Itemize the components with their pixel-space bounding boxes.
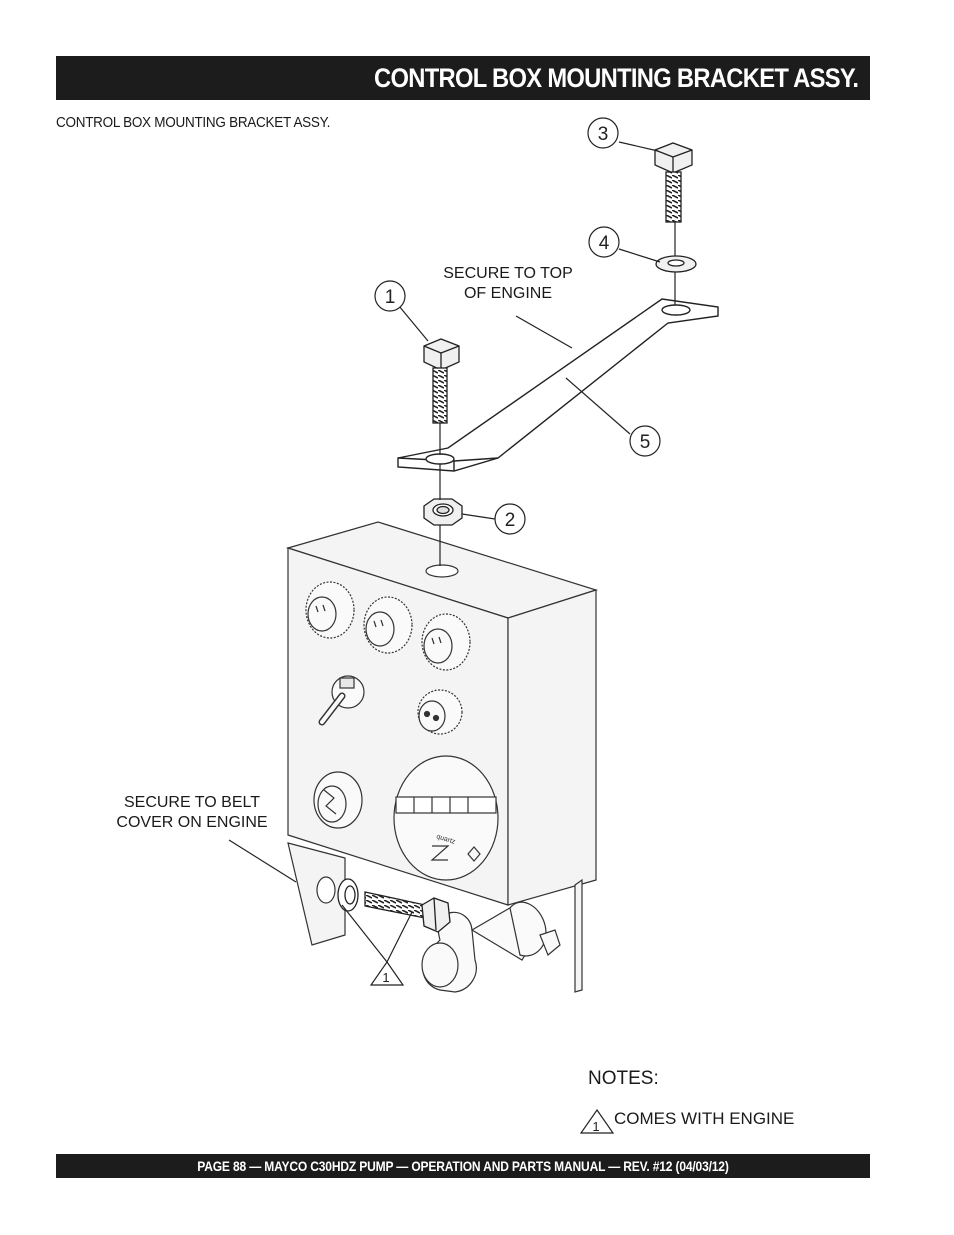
note-marker: 1	[382, 970, 389, 985]
label-line: OF ENGINE	[463, 285, 552, 302]
mounting-bracket	[397, 298, 719, 472]
bolt-1	[423, 338, 460, 424]
note-triangle-legend: 1	[579, 1108, 615, 1134]
hour-meter-icon: quartz	[393, 755, 499, 881]
label-line: SECURE TO TOP	[443, 265, 573, 282]
bolt-shank	[364, 891, 426, 919]
belt-cover-bracket	[287, 842, 583, 993]
callout-number: 5	[640, 432, 651, 453]
label-secure-belt: SECURE TO BELT COVER ON ENGINE	[104, 793, 280, 833]
callout-4: 4	[588, 226, 620, 258]
label-line: SECURE TO BELT	[123, 794, 261, 811]
bolt-3	[654, 142, 693, 223]
leader-lines	[228, 141, 661, 963]
indicator-lamp-icon	[417, 689, 463, 735]
washer-4	[655, 255, 697, 273]
gauges	[305, 581, 471, 671]
callout-number: 2	[505, 510, 516, 531]
figure-caption: CONTROL BOX MOUNTING BRACKET ASSY.	[56, 114, 331, 131]
page-footer: PAGE 88 — MAYCO C30HDZ PUMP — OPERATION …	[56, 1154, 870, 1178]
callout-2: 2	[494, 503, 526, 535]
bracket-hole-upper	[661, 304, 691, 316]
note-item-text: COMES WITH ENGINE	[614, 1109, 795, 1128]
bracket-hole-lower	[425, 453, 455, 465]
callout-number: 3	[598, 124, 609, 145]
label-secure-top: SECURE TO TOP OF ENGINE	[432, 264, 584, 304]
callout-number: 1	[385, 287, 396, 308]
gauge-icon	[421, 613, 471, 671]
callout-3: 3	[587, 117, 619, 149]
callout-1: 1	[374, 280, 406, 312]
page-title: CONTROL BOX MOUNTING BRACKET ASSY.	[373, 62, 859, 93]
notes-title: NOTES:	[588, 1068, 659, 1089]
control-box-side	[507, 589, 597, 906]
note-marker: 1	[592, 1119, 599, 1134]
key-switch-icon	[313, 771, 363, 829]
assembly-lines	[439, 222, 676, 566]
callout-5: 5	[629, 425, 661, 457]
page-title-bar: CONTROL BOX MOUNTING BRACKET ASSY.	[56, 56, 870, 100]
gauge-icon	[363, 596, 413, 654]
callout-number: 4	[599, 233, 610, 254]
label-line: COVER ON ENGINE	[116, 814, 268, 831]
note-triangle-figure: 1	[369, 960, 405, 986]
gauge-icon	[305, 581, 355, 639]
callouts: 1 2 3 4 5 1 1	[369, 117, 661, 1134]
footer-text: PAGE 88 — MAYCO C30HDZ PUMP — OPERATION …	[197, 1158, 729, 1174]
nut-2	[423, 498, 463, 526]
top-mounting-hole	[425, 564, 459, 578]
toggle-switch-icon	[318, 675, 365, 726]
belt-cover-bolt	[337, 878, 451, 933]
